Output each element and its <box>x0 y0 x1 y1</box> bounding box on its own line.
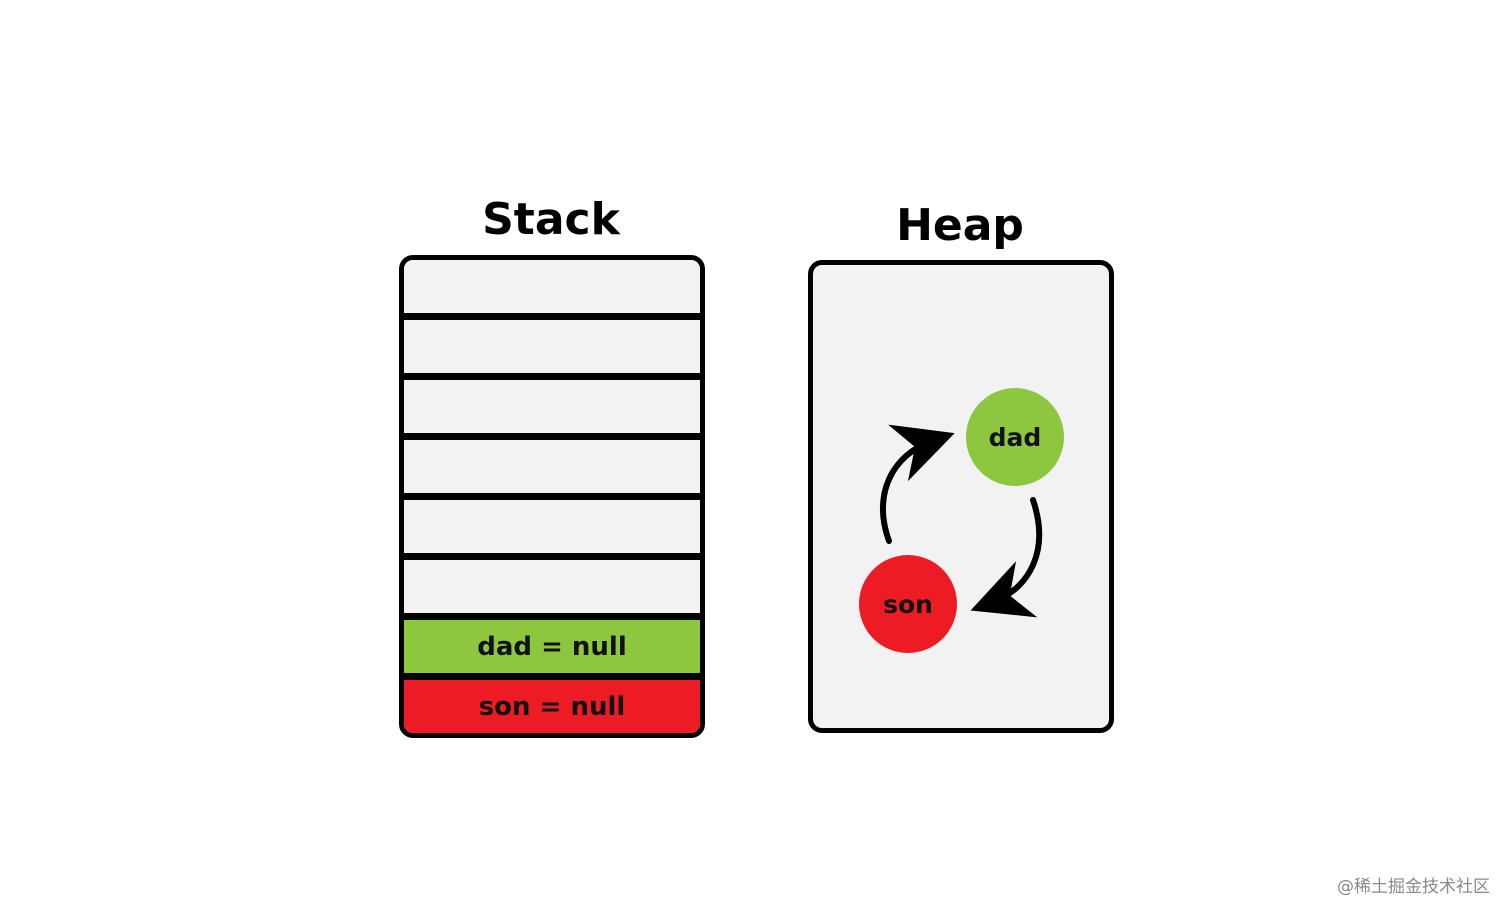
stack-slot-5 <box>404 500 700 560</box>
stack-slot-4 <box>404 440 700 500</box>
stack-panel: dad = null son = null <box>399 255 705 738</box>
stack-slot-2 <box>404 320 700 380</box>
stack-slot-1 <box>404 260 700 320</box>
heap-node-son: son <box>859 555 957 653</box>
stack-title: Stack <box>482 194 620 245</box>
heap-panel <box>808 260 1114 733</box>
stack-slot-3 <box>404 380 700 440</box>
stack-slot-6 <box>404 560 700 620</box>
heap-title: Heap <box>896 200 1024 251</box>
heap-node-dad: dad <box>966 388 1064 486</box>
watermark: @稀土掘金技术社区 <box>1337 877 1490 897</box>
stack-slot-dad: dad = null <box>404 620 700 680</box>
stack-slot-son: son = null <box>404 680 700 733</box>
